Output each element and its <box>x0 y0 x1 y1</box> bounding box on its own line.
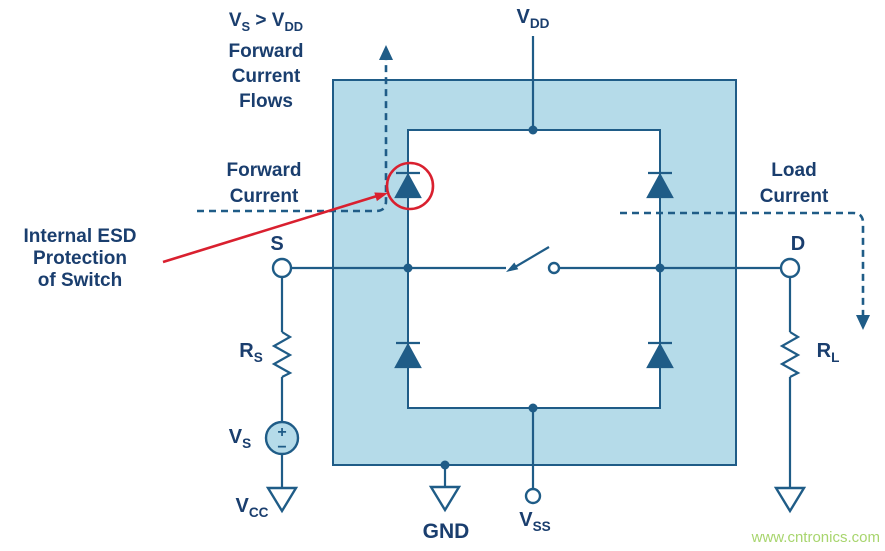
esd-diode-top-left <box>394 171 422 199</box>
rl-label: RL <box>816 340 840 365</box>
vcc-label: VCC <box>235 495 269 520</box>
esd-diode-top-right <box>646 171 674 199</box>
voltage-source-icon <box>264 420 300 456</box>
forward-current-label: Forward Current <box>226 160 302 207</box>
vs-label: VS <box>228 426 252 451</box>
esd-pointer-arrowhead <box>374 192 388 202</box>
s-terminal <box>271 257 293 279</box>
load-ground-symbol <box>773 486 807 514</box>
esd-pointer-arrow <box>162 194 378 264</box>
load-current-label: Load Current <box>759 160 829 207</box>
forward-current-arrowhead <box>379 45 393 60</box>
resistor-rs-icon <box>271 331 293 378</box>
rs-label: RS <box>239 340 263 365</box>
d-terminal-label: D <box>790 233 806 255</box>
condition-formula: VS > VDD <box>228 10 304 34</box>
s-terminal-label: S <box>270 233 284 255</box>
source-plus: + <box>277 424 286 441</box>
esd-diodes <box>394 171 674 369</box>
vcc-ground-symbol <box>265 486 299 514</box>
switch-actuator-arrowhead <box>506 262 519 272</box>
gnd-symbol <box>428 485 462 513</box>
switch-blade <box>509 246 550 271</box>
switch-contact <box>547 261 561 275</box>
load-current-arrow <box>620 211 865 316</box>
esd-diode-bottom-left <box>394 341 422 369</box>
load-current-arrowhead <box>856 315 870 330</box>
condition-line: Current <box>231 65 301 87</box>
forward-condition-note: VS > VDD Forward Current Flows <box>188 8 344 114</box>
watermark: www.cntronics.com <box>751 529 880 546</box>
vss-label: VSS <box>519 509 551 534</box>
source-minus: − <box>277 439 286 456</box>
d-terminal <box>779 257 801 279</box>
condition-line: Forward <box>228 40 304 62</box>
forward-current-arrow <box>197 58 388 213</box>
esd-note-label: Internal ESD Protection of Switch <box>23 226 137 291</box>
gnd-label: GND <box>422 520 470 543</box>
junction-dots <box>403 125 665 470</box>
condition-line: Flows <box>239 90 293 112</box>
resistor-rl-icon <box>779 331 801 378</box>
esd-highlight-circle <box>385 161 435 211</box>
vdd-label: VDD <box>516 6 550 31</box>
vss-terminal <box>524 487 542 505</box>
esd-diode-bottom-right <box>646 341 674 369</box>
